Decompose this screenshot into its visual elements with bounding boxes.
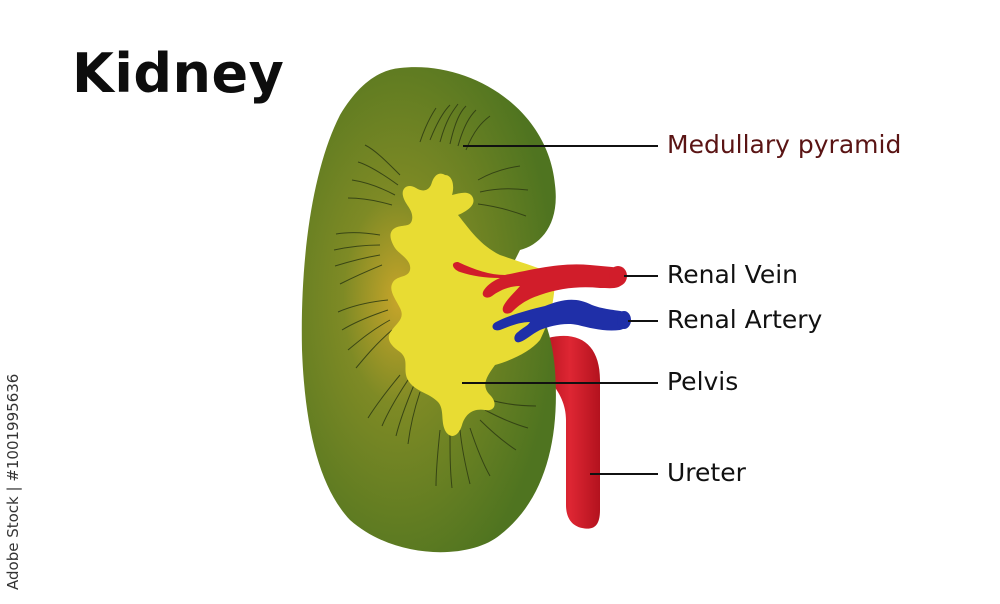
label-renal-artery: Renal Artery xyxy=(667,305,823,334)
renal-pelvis xyxy=(388,173,555,436)
renal-artery-vessel xyxy=(492,299,630,343)
leader-pelvis xyxy=(462,382,658,384)
medullary-pyramid-lines xyxy=(333,103,537,489)
leader-medullary-pyramid xyxy=(463,145,658,147)
label-medullary-pyramid: Medullary pyramid xyxy=(667,130,902,159)
renal-artery-end xyxy=(617,311,631,329)
leader-renal-vein xyxy=(624,275,658,277)
label-pelvis: Pelvis xyxy=(667,367,739,396)
renal-vein-end xyxy=(609,266,627,286)
label-ureter: Ureter xyxy=(667,458,746,487)
diagram-title: Kidney xyxy=(72,42,285,105)
label-renal-vein: Renal Vein xyxy=(667,260,799,289)
renal-vein-vessel xyxy=(452,262,625,314)
leader-ureter xyxy=(590,473,658,475)
leader-renal-artery xyxy=(628,320,658,322)
stock-watermark: Adobe Stock | #1001995636 xyxy=(4,373,22,590)
